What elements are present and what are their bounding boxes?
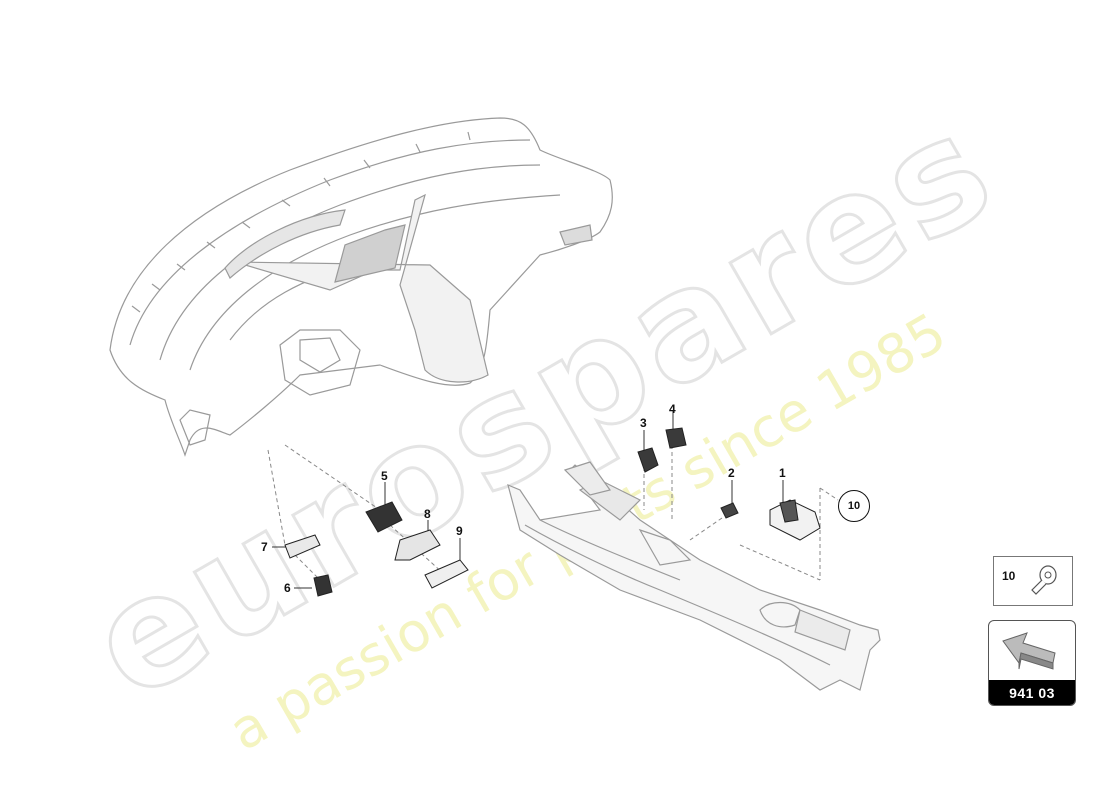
leader-lines bbox=[267, 444, 839, 581]
callout-3[interactable]: 3 bbox=[640, 416, 647, 430]
legend-item-10: 10 bbox=[993, 556, 1073, 606]
callout-1[interactable]: 1 bbox=[779, 466, 786, 480]
reference-badge[interactable]: 941 03 bbox=[988, 620, 1076, 706]
callout-7[interactable]: 7 bbox=[261, 540, 268, 554]
dashboard-drawing bbox=[109, 117, 613, 457]
callout-leaders bbox=[272, 410, 784, 589]
screw-icon bbox=[1031, 565, 1057, 595]
callout-5[interactable]: 5 bbox=[381, 469, 388, 483]
callout-6[interactable]: 6 bbox=[284, 581, 291, 595]
reference-label: 941 03 bbox=[989, 680, 1075, 705]
callout-9[interactable]: 9 bbox=[456, 524, 463, 538]
callout-8[interactable]: 8 bbox=[424, 507, 431, 521]
arrow-3d-icon bbox=[1002, 632, 1056, 670]
callout-10-circled[interactable]: 10 bbox=[838, 490, 870, 522]
legend-item-number: 10 bbox=[1002, 569, 1016, 583]
center-console-drawing bbox=[507, 461, 881, 691]
callout-2[interactable]: 2 bbox=[728, 466, 735, 480]
callout-4[interactable]: 4 bbox=[669, 402, 676, 416]
small-parts bbox=[284, 427, 821, 597]
